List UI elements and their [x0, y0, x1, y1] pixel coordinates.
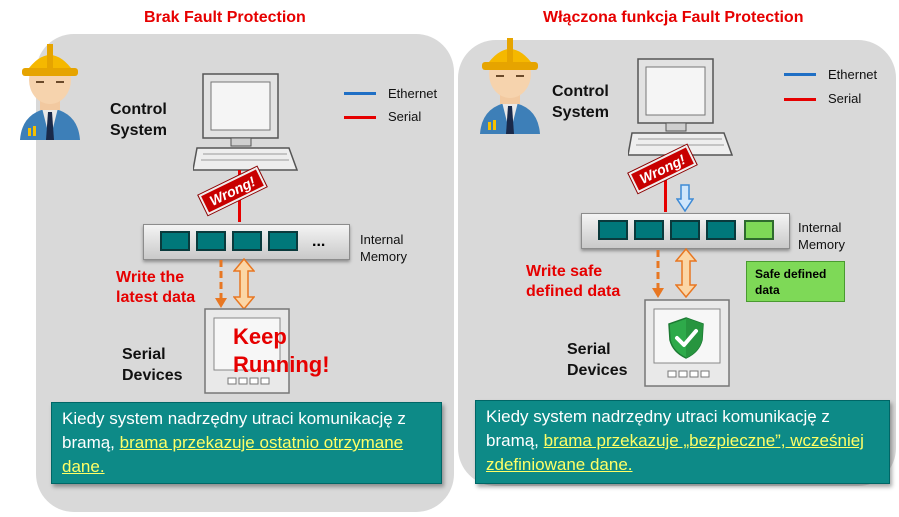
- left-gateway-memory-bar: ...: [143, 224, 350, 260]
- right-gateway-memory-bar: [581, 213, 790, 249]
- right-serial-legend-label: Serial: [828, 91, 862, 106]
- right-info-highlight: brama przekazuje „bezpieczne”, wcześniej…: [486, 431, 864, 474]
- memory-ellipsis: ...: [312, 233, 326, 250]
- left-serial-devices-label: Serial Devices: [122, 346, 183, 384]
- right-ethernet-down-arrow: [675, 184, 695, 213]
- shield-check-icon: [666, 316, 706, 360]
- right-serial-connection: [664, 156, 667, 212]
- memory-port: [598, 220, 628, 240]
- right-control-system-label: Control System: [552, 83, 609, 121]
- right-info-text: Kiedy system nadrzędny utraci komunikacj…: [486, 407, 830, 450]
- engineer-icon: [460, 24, 560, 144]
- right-write-arrow: [651, 250, 665, 300]
- memory-port: [196, 231, 226, 251]
- left-serial-device-icon: [204, 308, 290, 394]
- right-internal-memory-label: Internal Memory: [798, 220, 845, 252]
- memory-port: [232, 231, 262, 251]
- left-serial-legend-line: [344, 116, 376, 119]
- safe-defined-data-box: Safe defined data: [746, 261, 845, 302]
- left-info-text: Kiedy system nadrzędny utraci komunikacj…: [62, 409, 406, 452]
- right-ethernet-legend-label: Ethernet: [828, 67, 878, 82]
- left-title: Brak Fault Protection: [144, 9, 306, 26]
- left-write-label: Write the latest data: [116, 269, 196, 306]
- left-internal-memory-label: Internal Memory: [360, 232, 407, 264]
- left-computer-icon: [192, 70, 299, 175]
- left-bidirectional-arrow: [232, 257, 256, 311]
- keep-running-label: Keep Running!: [233, 324, 330, 377]
- right-serial-devices-label: Serial Devices: [567, 341, 628, 379]
- memory-port: [670, 220, 700, 240]
- memory-port: [706, 220, 736, 240]
- left-info-highlight: brama przekazuje ostatnio otrzymane dane…: [62, 433, 404, 476]
- memory-port: [634, 220, 664, 240]
- left-ethernet-legend-line: [344, 92, 376, 95]
- left-ethernet-legend-label: Ethernet: [388, 86, 438, 101]
- left-serial-legend-label: Serial: [388, 109, 422, 124]
- right-write-label: Write safe defined data: [526, 263, 621, 300]
- left-control-system-label: Control System: [110, 101, 167, 139]
- left-write-arrow: [214, 260, 228, 310]
- right-serial-legend-line: [784, 98, 816, 101]
- left-info-box: Kiedy system nadrzędny utraci komunikacj…: [51, 402, 442, 484]
- right-ethernet-legend-line: [784, 73, 816, 76]
- memory-port: [268, 231, 298, 251]
- right-computer-icon: [627, 55, 734, 160]
- memory-port: [160, 231, 190, 251]
- right-bidirectional-arrow: [674, 247, 698, 299]
- right-info-box: Kiedy system nadrzędny utraci komunikacj…: [475, 400, 890, 484]
- safe-memory-port: [744, 220, 774, 240]
- engineer-icon: [0, 30, 100, 150]
- right-title: Włączona funkcja Fault Protection: [543, 9, 804, 26]
